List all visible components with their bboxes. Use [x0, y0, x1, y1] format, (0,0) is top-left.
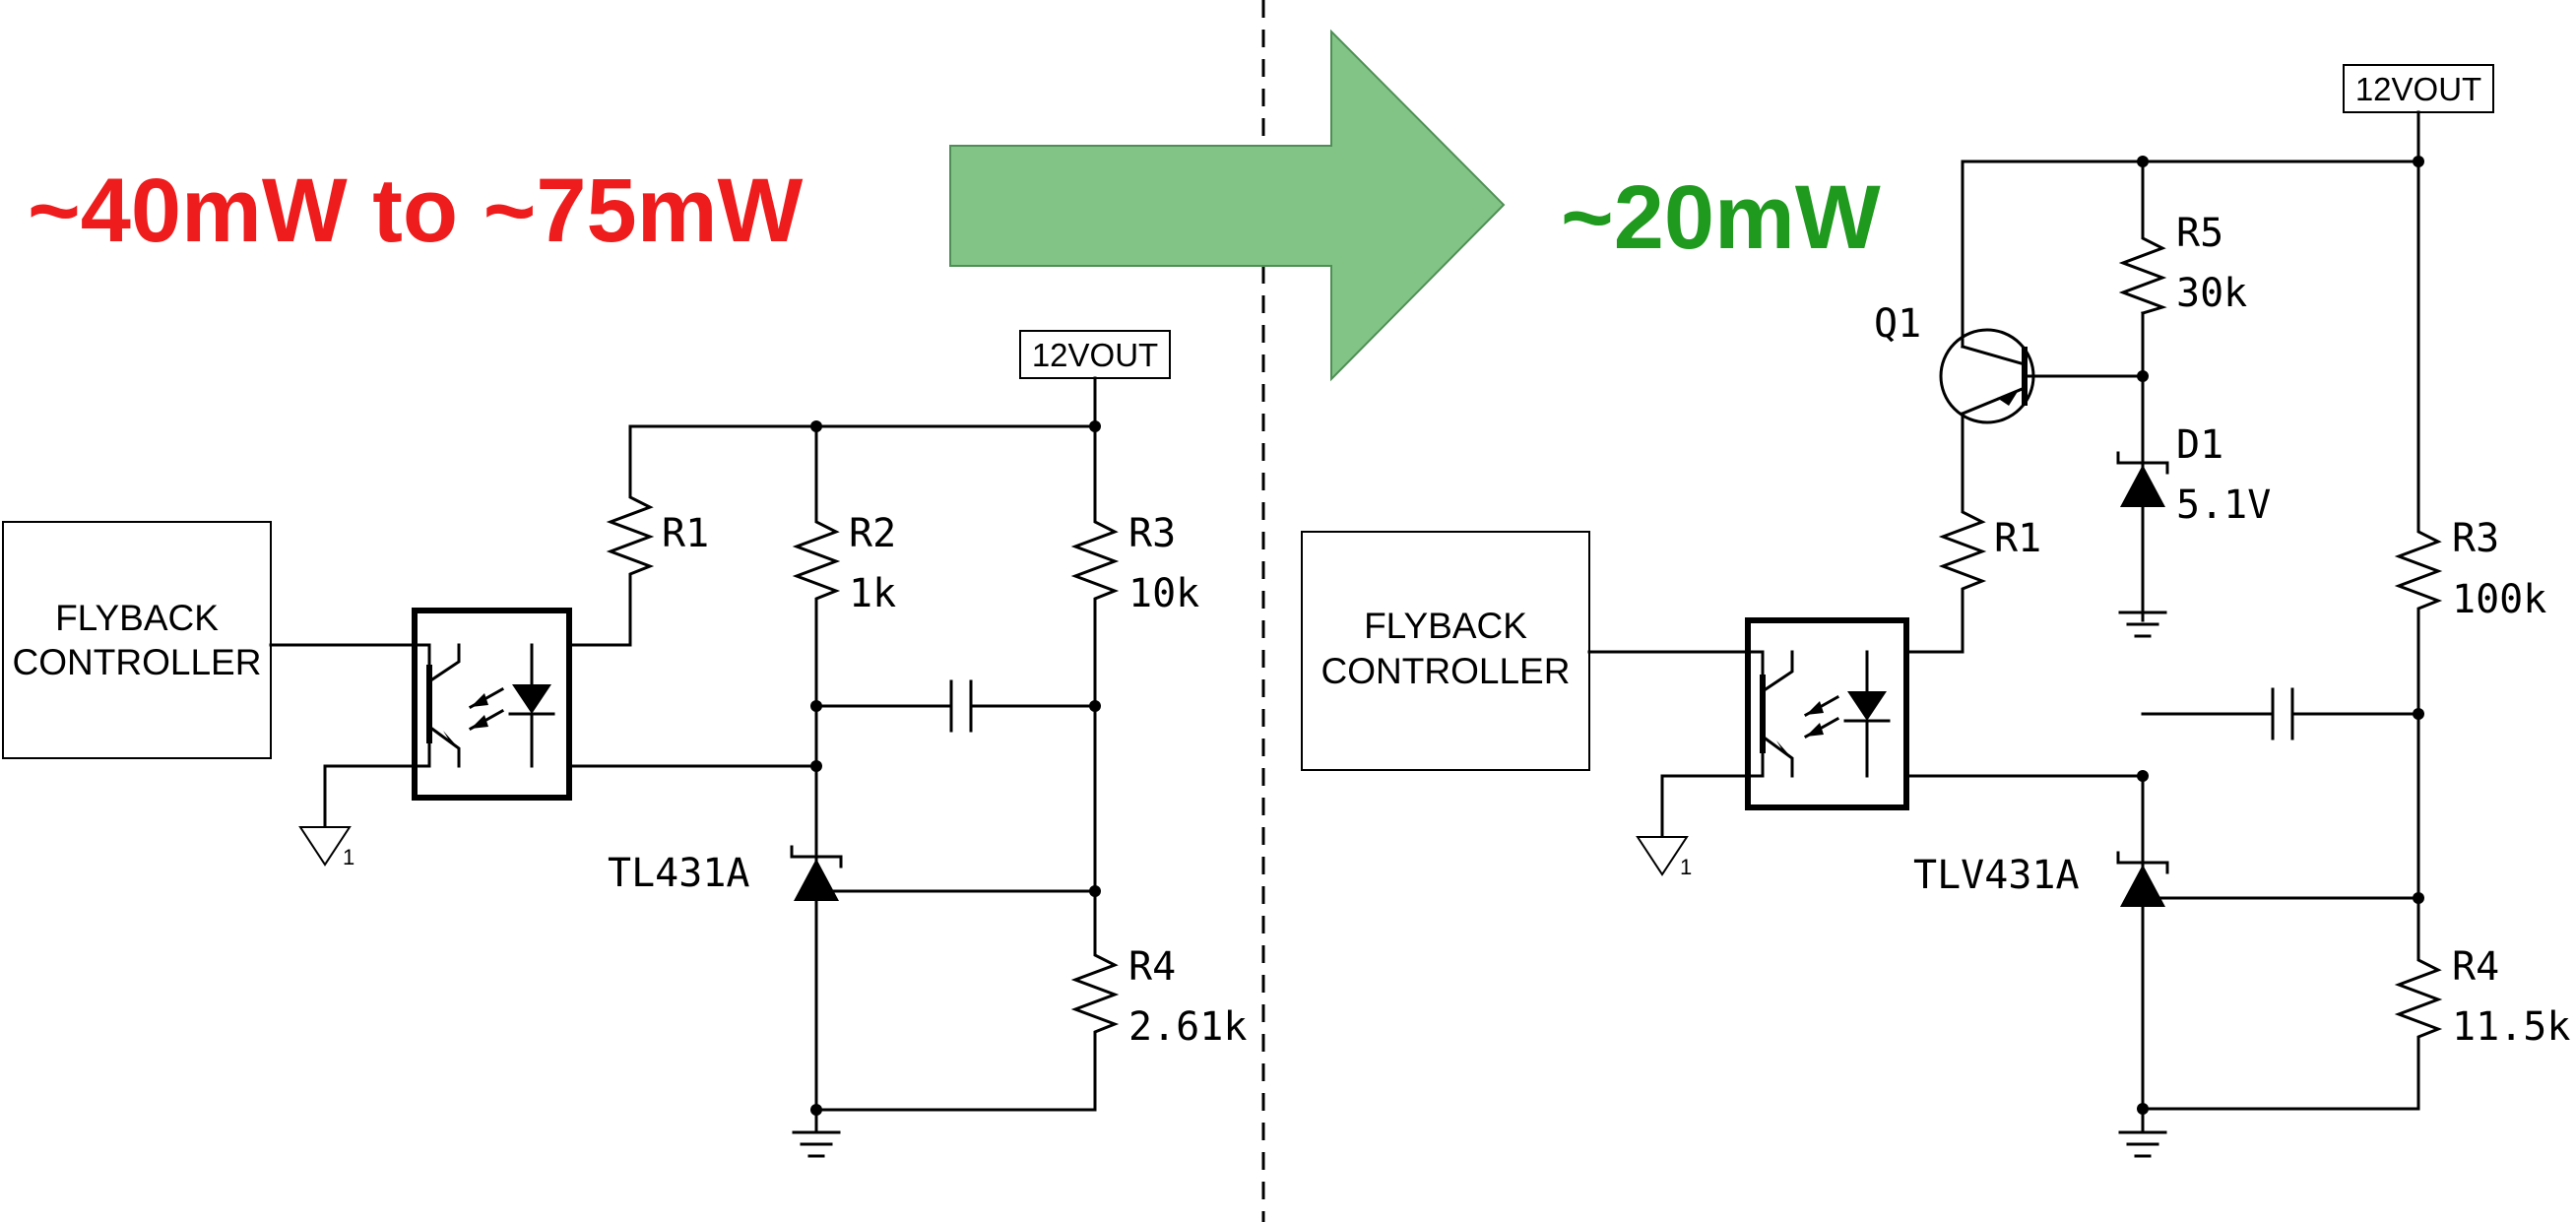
- after-r5-label: R5: [2176, 211, 2223, 256]
- after-controller-line1: FLYBACK: [1364, 606, 1527, 646]
- before-circuit: FLYBACK CONTROLLER 12VOUT: [2, 330, 1247, 1158]
- after-ground-index: 1: [1680, 855, 1692, 879]
- after-r3-label: R3: [2452, 516, 2499, 561]
- after-power-label: ~20mW: [1561, 167, 1881, 268]
- before-r1-resistor-icon: [606, 485, 655, 581]
- after-capacitor-icon: [2271, 687, 2294, 740]
- after-q1-pnp-transistor-icon: [1939, 328, 2035, 424]
- right-arrow-icon: [949, 29, 1506, 382]
- after-q1-label: Q1: [1874, 301, 1921, 347]
- after-signal-ground-icon: [1636, 836, 1689, 876]
- before-12vout-label: 12VOUT: [1032, 337, 1158, 373]
- after-r5-value: 30k: [2176, 271, 2247, 316]
- after-r4-resistor-icon: [2394, 948, 2443, 1041]
- before-r4-value: 2.61k: [1128, 1004, 1247, 1050]
- before-tl431a-zener-icon: [790, 845, 843, 901]
- after-controller-line2: CONTROLLER: [1321, 651, 1571, 691]
- before-r4-resistor-icon: [1070, 943, 1120, 1036]
- after-circuit: FLYBACK CONTROLLER 12VOUT: [1301, 64, 2570, 1158]
- after-r4-value: 11.5k: [2452, 1004, 2570, 1050]
- after-d1-ground-icon: [2118, 611, 2167, 638]
- before-ground-index: 1: [343, 845, 354, 869]
- before-r2-value: 1k: [849, 571, 896, 616]
- before-capacitor-icon: [949, 679, 973, 733]
- after-d1-value: 5.1V: [2176, 482, 2271, 528]
- before-signal-ground-icon: [298, 826, 352, 867]
- before-r2-resistor-icon: [792, 510, 841, 603]
- before-ground-icon: [792, 1130, 841, 1158]
- after-r3-resistor-icon: [2394, 520, 2443, 612]
- before-controller-line1: FLYBACK: [55, 598, 219, 638]
- before-shunt-label: TL431A: [608, 851, 750, 896]
- after-d1-zener-icon: [2116, 451, 2169, 507]
- after-shunt-label: TLV431A: [1913, 853, 2080, 898]
- after-tlv431a-zener-icon: [2116, 851, 2169, 907]
- before-optocoupler-icon: [412, 608, 572, 801]
- before-controller-line2: CONTROLLER: [13, 642, 262, 682]
- before-r4-label: R4: [1128, 944, 1176, 990]
- after-r3-value: 100k: [2452, 577, 2546, 622]
- before-flyback-controller-box: [2, 521, 272, 759]
- after-12vout-label: 12VOUT: [2355, 71, 2481, 107]
- after-12vout-tag: [2343, 64, 2494, 113]
- before-r3-value: 10k: [1128, 571, 1199, 616]
- after-r4-label: R4: [2452, 944, 2499, 990]
- after-optocoupler-icon: [1745, 617, 1909, 810]
- after-r1-label: R1: [1994, 516, 2041, 561]
- after-d1-label: D1: [2176, 422, 2223, 468]
- after-r5-resistor-icon: [2118, 226, 2167, 315]
- before-r1-label: R1: [662, 511, 709, 556]
- before-power-label: ~40mW to ~75mW: [28, 161, 804, 261]
- after-ground-icon: [2118, 1130, 2167, 1158]
- before-r2-label: R2: [849, 511, 896, 556]
- before-r3-label: R3: [1128, 511, 1176, 556]
- after-r1-resistor-icon: [1938, 500, 1987, 593]
- before-r3-resistor-icon: [1070, 510, 1120, 603]
